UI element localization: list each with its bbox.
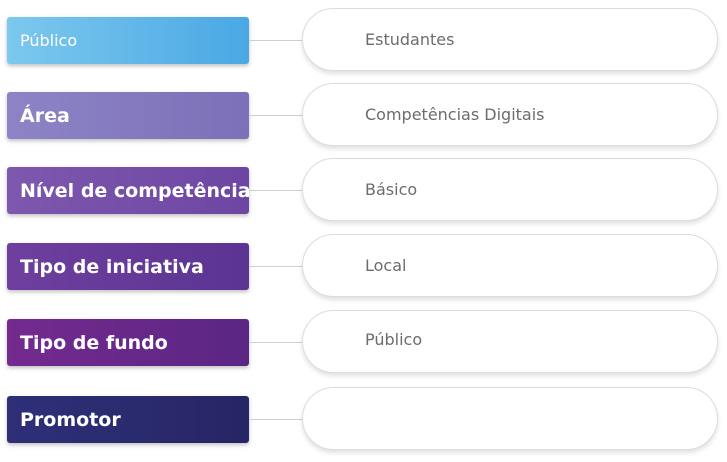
connector-line xyxy=(249,40,305,41)
label-tipo-iniciativa: Tipo de iniciativa xyxy=(7,243,249,290)
label-text: Nível de competência xyxy=(20,179,251,202)
row-publico: Público Estudantes xyxy=(0,8,727,74)
row-area: Área Competências Digitais xyxy=(0,83,727,149)
label-text: Tipo de fundo xyxy=(20,331,168,354)
label-promotor: Promotor xyxy=(7,396,249,443)
value-field-tipo-fundo[interactable]: Público xyxy=(302,310,718,373)
row-nivel-competencia: Nível de competência Básico xyxy=(0,158,727,224)
label-text: Tipo de iniciativa xyxy=(20,255,204,278)
value-field-promotor[interactable] xyxy=(302,387,718,450)
label-tipo-fundo: Tipo de fundo xyxy=(7,319,249,366)
connector-line xyxy=(249,190,305,191)
label-nivel-competencia: Nível de competência xyxy=(7,167,251,214)
value-text: Básico xyxy=(365,180,418,199)
row-tipo-fundo: Tipo de fundo Público xyxy=(0,310,727,376)
label-area: Área xyxy=(7,92,249,139)
value-text: Local xyxy=(365,256,407,275)
value-field-nivel-competencia[interactable]: Básico xyxy=(302,158,718,221)
connector-line xyxy=(249,342,305,343)
value-field-publico[interactable]: Estudantes xyxy=(302,8,718,71)
label-text: Público xyxy=(20,31,78,50)
value-field-tipo-iniciativa[interactable]: Local xyxy=(302,234,718,297)
value-text: Público xyxy=(365,330,423,349)
connector-line xyxy=(249,419,305,420)
connector-line xyxy=(249,115,305,116)
row-promotor: Promotor xyxy=(0,387,727,453)
label-publico: Público xyxy=(7,17,249,64)
connector-line xyxy=(249,266,305,267)
value-text: Competências Digitais xyxy=(365,105,545,124)
label-text: Área xyxy=(20,104,70,127)
row-tipo-iniciativa: Tipo de iniciativa Local xyxy=(0,234,727,300)
value-text: Estudantes xyxy=(365,30,455,49)
label-text: Promotor xyxy=(20,408,121,431)
value-field-area[interactable]: Competências Digitais xyxy=(302,83,718,146)
